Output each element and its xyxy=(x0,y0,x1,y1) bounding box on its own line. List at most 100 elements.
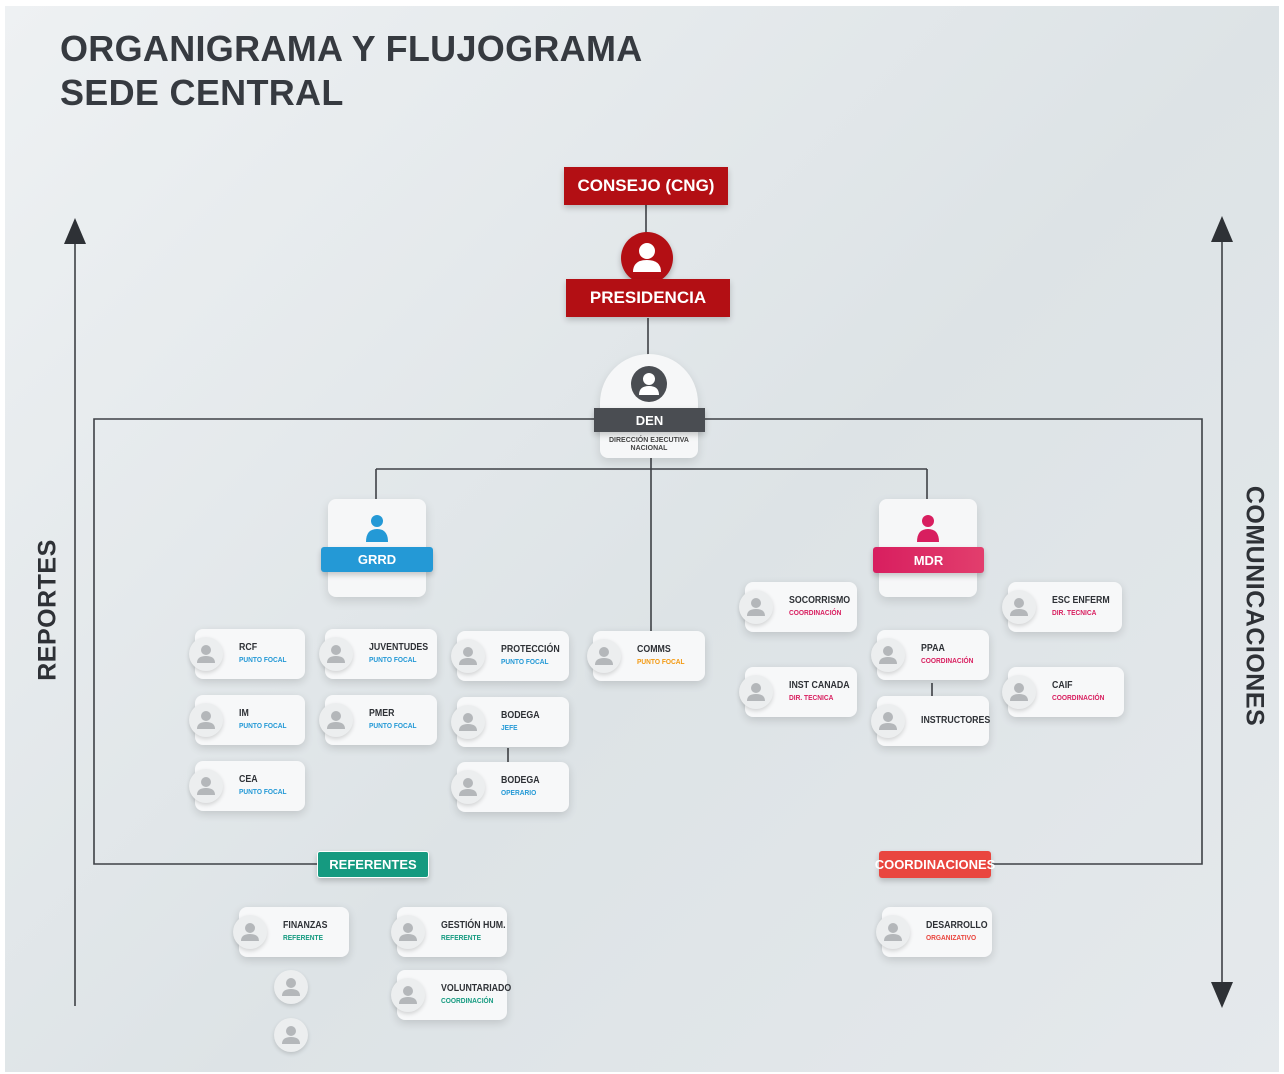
vacant-avatar-2 xyxy=(274,1018,308,1052)
card-role: OPERARIO xyxy=(501,788,537,797)
card-cea[interactable]: CEA PUNTO FOCAL xyxy=(189,761,305,811)
grrd-label: GRRD xyxy=(357,552,397,567)
den-label: DEN xyxy=(635,412,664,428)
card-role: PUNTO FOCAL xyxy=(369,721,417,730)
person-icon xyxy=(391,978,425,1012)
person-icon xyxy=(451,705,485,739)
mdr-label: MDR xyxy=(913,552,944,568)
card-esc-enferm[interactable]: ESC ENFERM DIR. TECNICA xyxy=(1002,582,1122,632)
card-role: REFERENTE xyxy=(283,933,323,942)
person-icon xyxy=(189,637,223,671)
card-role: PUNTO FOCAL xyxy=(501,657,549,666)
person-icon xyxy=(391,915,425,949)
presidencia-box[interactable]: PRESIDENCIA xyxy=(566,279,730,317)
mdr-person-icon xyxy=(912,512,944,544)
coordinaciones-box[interactable]: COORDINACIONES xyxy=(875,851,995,878)
person-icon xyxy=(451,639,485,673)
card-name: DESARROLLO xyxy=(926,920,988,931)
den-box[interactable]: DEN xyxy=(594,408,705,432)
org-chart-canvas: ORGANIGRAMA Y FLUJOGRAMA SEDE CENTRAL RE… xyxy=(5,6,1279,1072)
vacant-avatar-1 xyxy=(274,970,308,1004)
grrd-box[interactable]: GRRD xyxy=(321,547,433,572)
person-icon xyxy=(876,915,910,949)
card-role: COORDINACIÓN xyxy=(789,608,842,617)
card-name: PROTECCIÓN xyxy=(501,644,560,655)
consejo-box[interactable]: CONSEJO (CNG) xyxy=(564,167,728,205)
grrd-person-icon xyxy=(361,512,393,544)
card-name: ESC ENFERM xyxy=(1052,595,1110,606)
card-name: INST CANADA xyxy=(789,680,850,691)
person-icon xyxy=(739,590,773,624)
person-icon xyxy=(871,704,905,738)
person-icon xyxy=(319,703,353,737)
card-socorrismo[interactable]: SOCORRISMO COORDINACIÓN xyxy=(739,582,857,632)
connector-lines xyxy=(64,205,1233,1008)
person-icon xyxy=(1002,590,1036,624)
card-name: COMMS xyxy=(637,644,671,655)
reportes-label: REPORTES xyxy=(33,539,62,681)
chart-title-line-2: SEDE CENTRAL xyxy=(60,72,344,113)
card-role: PUNTO FOCAL xyxy=(239,787,287,796)
card-role: DIR. TECNICA xyxy=(789,693,834,702)
card-desarrollo[interactable]: DESARROLLO ORGANIZATIVO xyxy=(876,907,992,957)
chart-title-line-1: ORGANIGRAMA Y FLUJOGRAMA xyxy=(60,28,643,69)
comunicaciones-arrow-head-down xyxy=(1211,982,1233,1008)
connector-den-coordinaciones xyxy=(705,418,1203,865)
den-subtitle: DIRECCIÓN EJECUTIVA NACIONAL xyxy=(609,437,689,452)
card-role: PUNTO FOCAL xyxy=(369,655,417,664)
card-name: INSTRUCTORES xyxy=(921,715,991,726)
card-gestion-hum[interactable]: GESTIÓN HUM. REFERENTE xyxy=(391,907,507,957)
card-name: PPAA xyxy=(921,643,945,654)
card-juventudes[interactable]: JUVENTUDES PUNTO FOCAL xyxy=(319,629,437,679)
card-name: BODEGA xyxy=(501,775,540,786)
card-pmer[interactable]: PMER PUNTO FOCAL xyxy=(319,695,437,745)
card-name: JUVENTUDES xyxy=(369,642,429,653)
card-role: COORDINACIÓN xyxy=(921,656,974,665)
card-role: COORDINACIÓN xyxy=(1052,693,1105,702)
person-icon xyxy=(871,638,905,672)
card-voluntariado[interactable]: VOLUNTARIADO COORDINACIÓN xyxy=(391,970,511,1020)
card-role: ORGANIZATIVO xyxy=(926,933,977,942)
referentes-box[interactable]: REFERENTES xyxy=(317,851,429,878)
card-role: REFERENTE xyxy=(441,933,481,942)
card-name: CAIF xyxy=(1052,680,1073,691)
card-proteccion[interactable]: PROTECCIÓN PUNTO FOCAL xyxy=(451,631,569,681)
card-im[interactable]: IM PUNTO FOCAL xyxy=(189,695,305,745)
card-role: PUNTO FOCAL xyxy=(637,657,685,666)
referentes-label: REFERENTES xyxy=(329,857,417,872)
presidencia-person-icon xyxy=(621,232,673,284)
person-icon xyxy=(189,703,223,737)
card-ppaa[interactable]: PPAA COORDINACIÓN xyxy=(871,630,989,680)
reportes-arrow-head xyxy=(64,218,86,244)
person-icon xyxy=(233,915,267,949)
card-inst-canada[interactable]: INST CANADA DIR. TECNICA xyxy=(739,667,857,717)
den-person-icon xyxy=(631,366,667,402)
card-role: COORDINACIÓN xyxy=(441,996,494,1005)
card-instructores[interactable]: INSTRUCTORES xyxy=(871,696,991,746)
consejo-label: CONSEJO (CNG) xyxy=(577,176,715,195)
card-name: CEA xyxy=(239,774,258,785)
presidencia-label: PRESIDENCIA xyxy=(589,288,707,307)
card-role: DIR. TECNICA xyxy=(1052,608,1097,617)
card-name: SOCORRISMO xyxy=(789,595,851,606)
comunicaciones-label: COMUNICACIONES xyxy=(1240,485,1269,727)
card-caif[interactable]: CAIF COORDINACIÓN xyxy=(1002,667,1124,717)
coordinaciones-label: COORDINACIONES xyxy=(874,857,996,872)
card-name: PMER xyxy=(369,708,395,719)
card-name: IM xyxy=(239,708,249,719)
card-role: PUNTO FOCAL xyxy=(239,721,287,730)
connector-den-referentes xyxy=(93,418,595,865)
person-icon xyxy=(1002,675,1036,709)
card-name: GESTIÓN HUM. xyxy=(441,920,506,931)
card-comms[interactable]: COMMS PUNTO FOCAL xyxy=(587,631,705,681)
person-icon xyxy=(189,769,223,803)
card-role: JEFE xyxy=(501,723,518,732)
card-name: RCF xyxy=(239,642,258,653)
card-name: VOLUNTARIADO xyxy=(441,983,512,994)
mdr-box[interactable]: MDR xyxy=(873,547,984,573)
card-bodega-operario[interactable]: BODEGA OPERARIO xyxy=(451,762,569,812)
person-icon xyxy=(587,639,621,673)
